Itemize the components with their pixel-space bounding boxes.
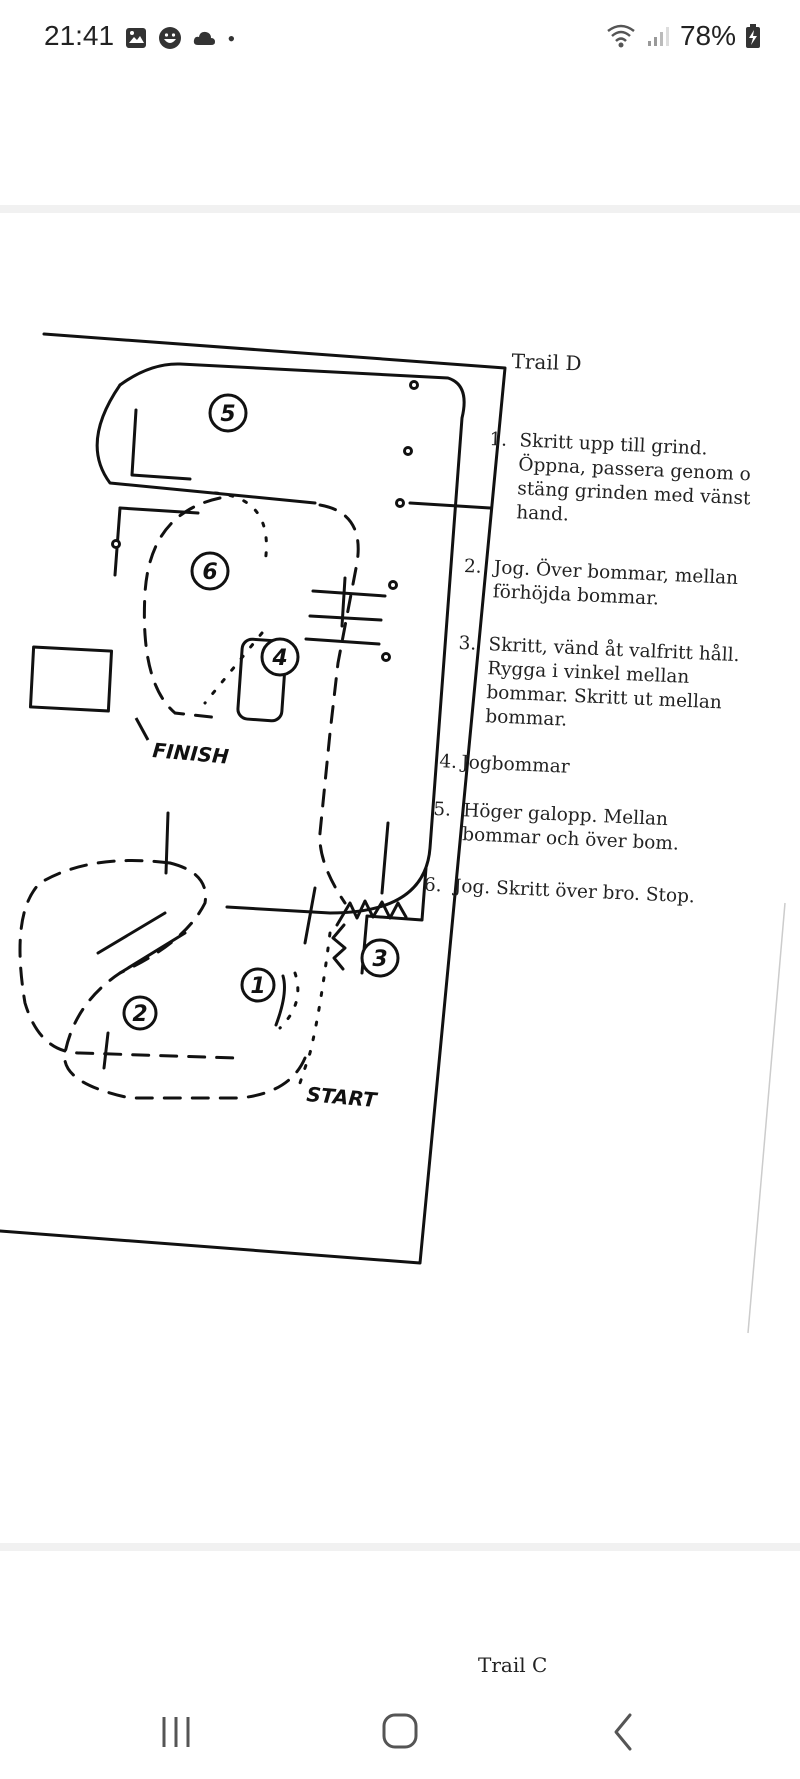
status-bar: 21:41 78%: [0, 0, 800, 80]
obstacle-3-number: 3: [372, 947, 387, 972]
trail-map: 5 6 4 3 1 2 FINISH START: [0, 332, 786, 1334]
battery-percent: 78%: [679, 20, 736, 51]
obstacle-5-number: 5: [220, 402, 235, 427]
obstacle-4-number: 4: [271, 646, 287, 671]
recents-icon[interactable]: [146, 1707, 206, 1757]
page-separator-2: [0, 1543, 800, 1551]
obstacle-1-number: 1: [250, 974, 265, 999]
document-title: Trail D: [511, 349, 582, 376]
wifi-icon: [607, 24, 635, 48]
dot-icon: [228, 36, 234, 42]
obstacle-6-number: 6: [202, 560, 217, 585]
arena-border: [0, 332, 507, 1265]
start-label: START: [306, 1082, 379, 1112]
status-time: 21:41: [44, 20, 115, 51]
next-document-page[interactable]: Trail C: [0, 1551, 800, 1681]
back-icon[interactable]: [594, 1707, 654, 1757]
status-left-icons: [124, 24, 242, 52]
outer-fence: [118, 362, 466, 915]
obstacle-2-number: 2: [132, 1002, 147, 1027]
signal-icon: [647, 27, 669, 46]
battery-charging-icon: [746, 24, 760, 48]
gallery-icon: [126, 28, 146, 48]
page-separator: [0, 205, 800, 213]
emoji-icon: [159, 27, 181, 49]
finish-label: FINISH: [152, 738, 230, 769]
navigation-bar: [0, 1685, 800, 1779]
fence-loop-back: [95, 383, 317, 505]
home-icon[interactable]: [370, 1707, 430, 1757]
status-right-group: 78%: [606, 20, 760, 52]
gate-line: [408, 501, 492, 510]
document-page[interactable]: 5 6 4 3 1 2 FINISH START Trail D 1. Skri…: [0, 213, 800, 1543]
cloud-icon: [193, 31, 215, 45]
next-page-title: Trail C: [478, 1653, 548, 1677]
